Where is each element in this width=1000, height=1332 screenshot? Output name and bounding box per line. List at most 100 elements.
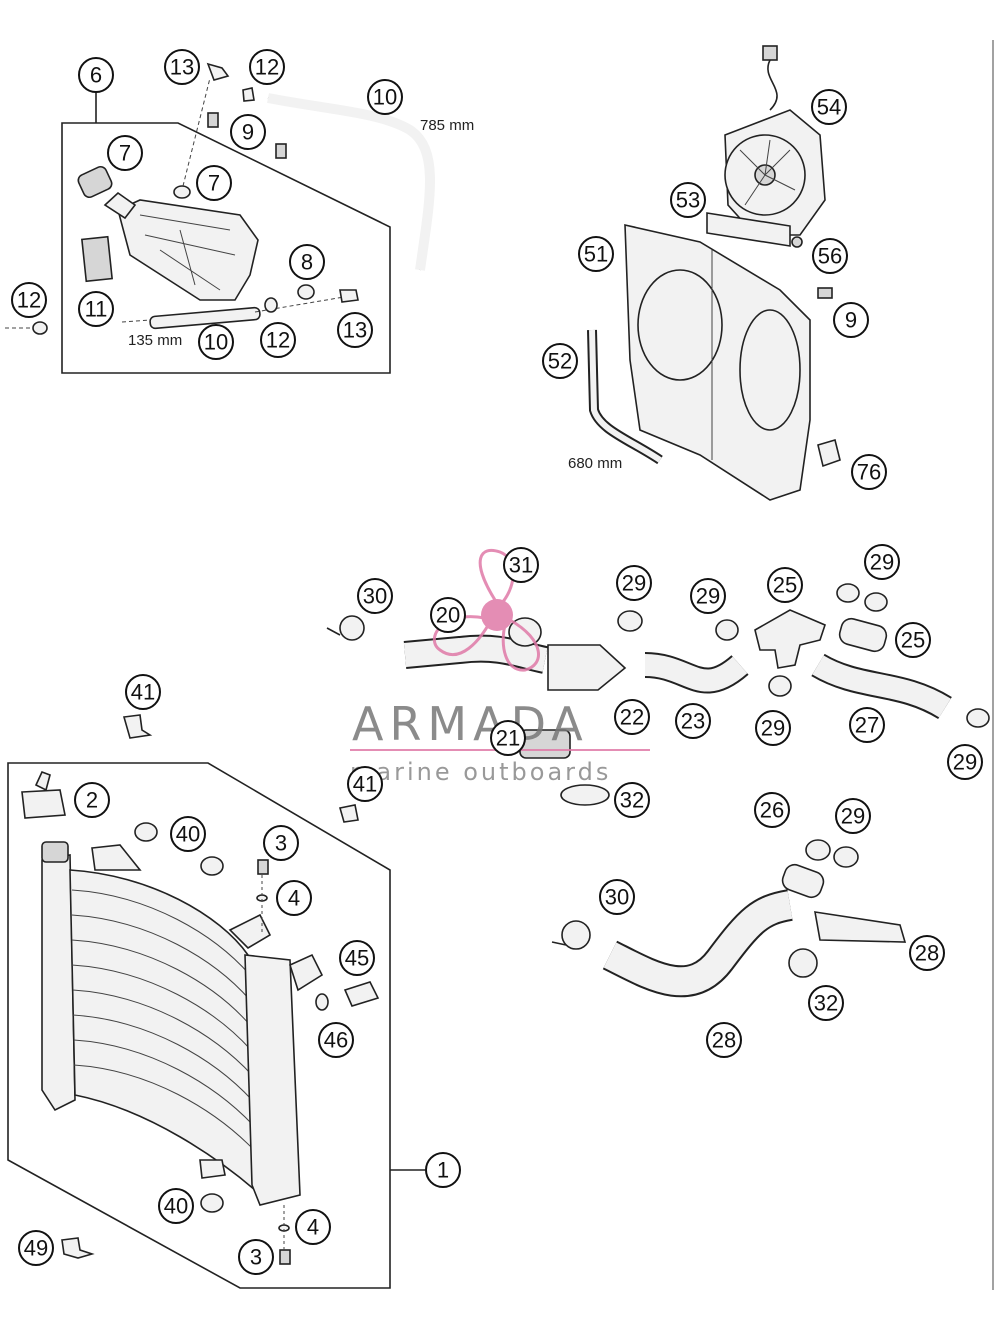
callout-6: 7 [107,135,143,171]
radiator-frame [7,762,391,1289]
svg-text:10: 10 [204,330,228,355]
svg-text:9: 9 [242,120,254,145]
fitting-13-upper [206,62,230,81]
svg-text:12: 12 [17,288,41,313]
svg-text:30: 30 [605,885,629,910]
callout-9: 9 [833,302,869,338]
gasket-32-upper [560,784,610,806]
callout-12-top: 12 [249,49,285,85]
callout-1: 1 [425,1152,461,1188]
clamp-29-h [833,846,859,868]
callout-76: 76 [851,454,887,490]
svg-text:45: 45 [345,946,369,971]
callout-2: 2 [74,782,110,818]
hose-23 [644,654,748,692]
svg-text:3: 3 [250,1245,262,1270]
callout-23: 23 [675,703,711,739]
clamp-29-d [836,583,860,603]
callout-7-lower: 8 [289,244,325,280]
tank-label-sticker [80,235,114,283]
callout-56: 56 [812,238,848,274]
svg-text:31: 31 [509,553,533,578]
hose-28 [603,891,793,996]
shroud-opening-left [637,269,723,381]
callout-20: 20 [430,597,466,633]
callout-25-lower: 26 [754,792,790,828]
clamp-32-lower [788,948,818,978]
svg-text:9: 9 [845,308,857,333]
screw-9 [817,287,833,299]
callout-52: 52 [542,343,578,379]
svg-text:26: 26 [760,798,784,823]
temp-sensor-45 [343,981,380,1007]
radiator-outlet [289,953,324,992]
callout-28: 28 [706,1022,742,1058]
svg-text:2: 2 [86,788,98,813]
svg-text:8: 8 [301,250,313,275]
callout-29-c: 29 [864,544,900,580]
screw-41-lower [338,804,359,823]
expansion-tank [117,199,259,301]
svg-text:40: 40 [164,1194,188,1219]
svg-text:25: 25 [901,628,925,653]
radiator-fins [71,889,255,1151]
callout-7-upper: 7 [196,165,232,201]
svg-text:51: 51 [584,242,608,267]
svg-text:56: 56 [818,244,842,269]
expansion-tank-frame [61,122,391,374]
seal-ring-46 [315,993,329,1011]
callout-32-upper: 32 [614,782,650,818]
callout-41-upper: 41 [125,674,161,710]
callout-29-e: 29 [947,744,983,780]
hose-135 [149,306,261,330]
callout-26: 27 [849,707,885,743]
dash-vertical-fitting [182,77,211,187]
callout-29-f: 29 [835,798,871,834]
callout-3-lower: 3 [238,1239,274,1275]
svg-text:28: 28 [712,1028,736,1053]
radiator-cap [21,789,66,819]
hose-680 [589,329,662,463]
callout-12-left: 12 [11,282,47,318]
screw-41-upper [122,714,153,739]
svg-text:30: 30 [363,584,387,609]
callout-41-lower: 41 [347,766,383,802]
callouts: 6 13 12 10 7 9 7 8 12 11 13 10 12 54 53 … [11,49,983,1275]
dim-135: 135 mm [128,332,182,349]
svg-text:6: 6 [90,63,102,88]
svg-text:53: 53 [676,188,700,213]
svg-text:29: 29 [953,750,977,775]
callout-21: 21 [490,720,526,756]
sleeve-25-lower [781,863,825,899]
svg-text:40: 40 [176,822,200,847]
screw-49 [61,1237,95,1259]
grommet-40-b [200,856,224,876]
svg-text:52: 52 [548,349,572,374]
radiator-right-tank [244,954,301,1206]
radiator-filler-neck [41,841,69,863]
svg-text:32: 32 [620,788,644,813]
sleeve-25-upper [838,617,888,653]
dim-785: 785 mm [420,117,474,134]
callout-29-a: 29 [616,565,652,601]
callout-5: 6 [78,57,114,93]
callout-30-upper: 30 [357,578,393,614]
svg-text:4: 4 [288,886,300,911]
dim-680: 680 mm [568,455,622,472]
callout-40-lower: 40 [158,1188,194,1224]
callout-31: 31 [503,547,539,583]
fitting-13-lower [339,289,359,303]
expansion-tank-neck [103,191,137,220]
clamp-12-top [242,87,255,102]
svg-text:3: 3 [275,831,287,856]
grommet-7-lower [297,284,315,300]
t-piece-24 [754,609,826,669]
svg-text:12: 12 [255,55,279,80]
callout-3-upper: 3 [263,825,299,861]
callout-13-lower: 13 [337,312,373,348]
screw-8-a [207,112,219,128]
clamp-29-g [805,839,831,861]
radiator-bracket-top [91,844,142,871]
tank-cap [77,165,113,199]
